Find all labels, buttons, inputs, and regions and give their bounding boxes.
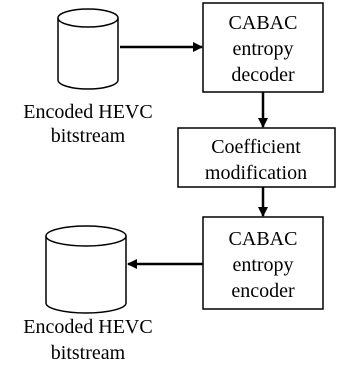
output-bitstream-label-line1: Encoded HEVC [23, 316, 152, 338]
encoder-label-line2: entropy [232, 254, 293, 276]
input-bitstream-cylinder [57, 8, 119, 90]
decoder-label-line3: decoder [231, 64, 295, 86]
output-bitstream-label-line2: bitstream [51, 342, 126, 364]
modifier-label-line1: Coefficient [211, 136, 301, 158]
encoder-label-line1: CABAC [229, 228, 298, 250]
decoder-label-line2: entropy [232, 38, 293, 60]
output-bitstream-cylinder [45, 225, 127, 314]
decoder-label-line1: CABAC [229, 12, 298, 34]
encoder-label-line3: encoder [231, 280, 295, 302]
modifier-box [177, 127, 336, 188]
input-bitstream-label-line2: bitstream [51, 125, 126, 147]
input-bitstream-label-line1: Encoded HEVC [23, 101, 152, 123]
modifier-label-line2: modification [205, 162, 307, 184]
encoder-box [202, 216, 324, 310]
decoder-box [202, 2, 324, 93]
